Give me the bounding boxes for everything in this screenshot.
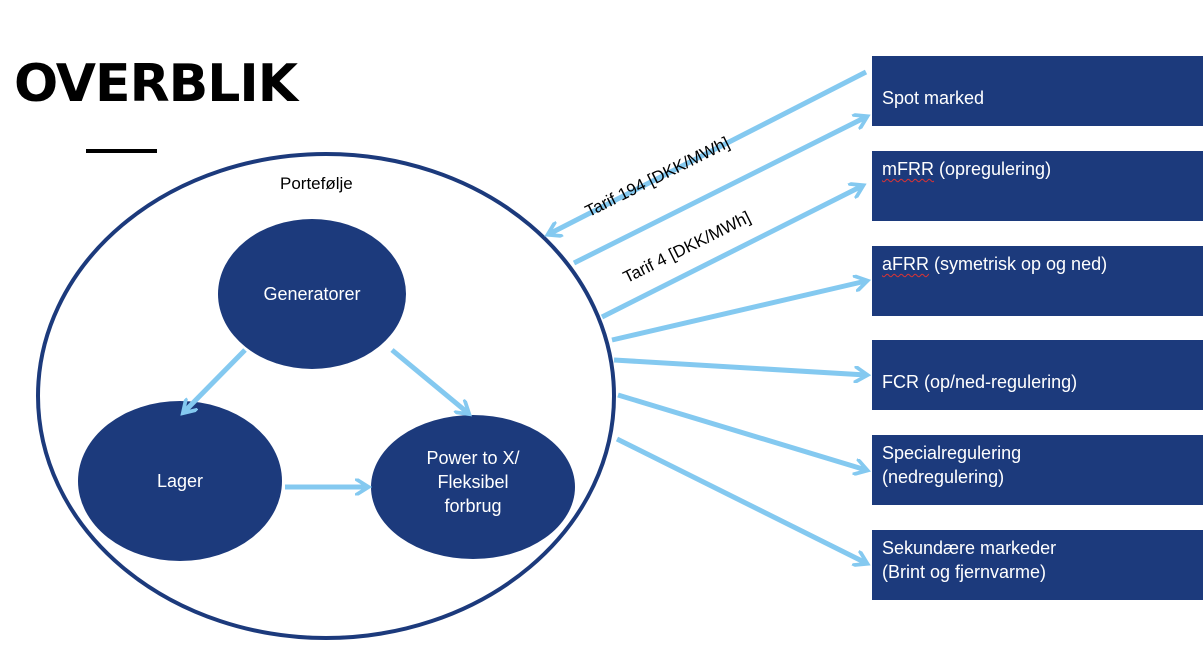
market-box-specialregulering: Specialregulering (nedregulering) <box>872 435 1203 505</box>
arrow-portfolio-to-afrr <box>611 281 866 343</box>
node-lager-label: Lager <box>156 471 204 491</box>
arrow-generatorer-to-lager <box>184 348 247 412</box>
market-box-afrr: aFRR (symetrisk op og ned) <box>872 246 1203 316</box>
arrow-spot-to-portfolio <box>549 69 868 234</box>
arrow-portfolio-to-fcr <box>613 357 866 375</box>
market-label: Spot marked <box>882 88 985 108</box>
market-abbr: aFRR <box>882 254 930 274</box>
arrow-portfolio-to-mfrr <box>600 186 862 320</box>
title-underline <box>86 149 157 153</box>
node-lager <box>78 401 282 561</box>
market-label: (symetrisk op og ned) <box>929 254 1108 274</box>
arrow-portfolio-to-special <box>617 392 866 470</box>
portfolio-label: Portefølje <box>280 174 353 193</box>
market-label: Sekundære markeder (Brint og fjernvarme) <box>882 538 1057 582</box>
market-abbr: mFRR <box>882 159 934 179</box>
market-box-spot: Spot marked <box>872 56 1203 126</box>
market-box-fcr: FCR (op/ned-regulering) <box>872 340 1203 410</box>
node-power-to-x <box>371 415 575 559</box>
market-label: FCR (op/ned-regulering) <box>882 372 1078 392</box>
market-box-mfrr: mFRR (opregulering) <box>872 151 1203 221</box>
page-title: OVERBLIK <box>14 54 298 114</box>
arrow-portfolio-to-spot <box>572 117 866 266</box>
market-box-sekundaere: Sekundære markeder (Brint og fjernvarme) <box>872 530 1203 600</box>
market-label: (opregulering) <box>934 159 1052 179</box>
market-label: Specialregulering (nedregulering) <box>882 443 1022 487</box>
arrow-generatorer-to-ptx <box>390 348 468 413</box>
node-generatorer-label: Generatorer <box>263 284 361 304</box>
node-power-to-x-label: Power to X/ Fleksibel forbrug <box>426 448 520 516</box>
node-generatorer <box>218 219 406 369</box>
arrow-portfolio-to-sekundaer <box>615 436 866 563</box>
